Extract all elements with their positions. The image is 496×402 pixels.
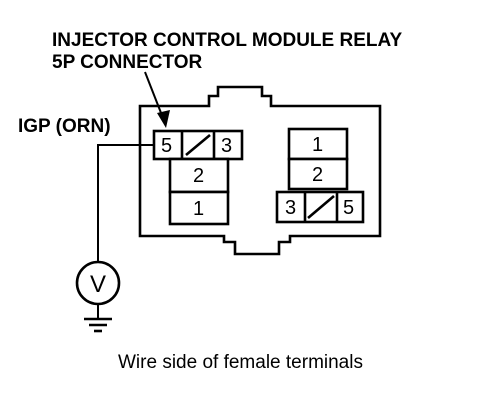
- ground-icon: [84, 304, 112, 333]
- terminal-cell: [168, 190, 230, 226]
- blank-cavity-slash: [307, 195, 335, 219]
- pin-label: 2: [193, 165, 204, 187]
- right-terminal-block: 1 2 3 5: [275, 127, 365, 224]
- connector-housing: [138, 85, 382, 256]
- meter-symbol: V: [90, 271, 106, 298]
- voltmeter-icon: V: [75, 260, 121, 306]
- pin-label: 3: [221, 135, 232, 157]
- left-terminal-block: 5 3 2 1: [152, 129, 244, 226]
- pin-label: 2: [312, 164, 323, 186]
- pin-label: 1: [312, 134, 323, 156]
- title-line-2: 5P CONNECTOR: [52, 52, 203, 73]
- probe-wire: [97, 144, 154, 262]
- pin-label: 5: [343, 197, 354, 219]
- title-line-1: INJECTOR CONTROL MODULE RELAY: [52, 30, 402, 51]
- terminal-cell: [287, 157, 349, 191]
- caption: Wire side of female terminals: [118, 352, 363, 373]
- wire-label: IGP (ORN): [18, 116, 111, 137]
- pin-label: 3: [285, 197, 296, 219]
- blank-cavity-slash: [185, 134, 211, 156]
- pin-label: 5: [161, 135, 172, 157]
- pin-label: 1: [193, 198, 204, 220]
- leader-arrow: [144, 71, 170, 128]
